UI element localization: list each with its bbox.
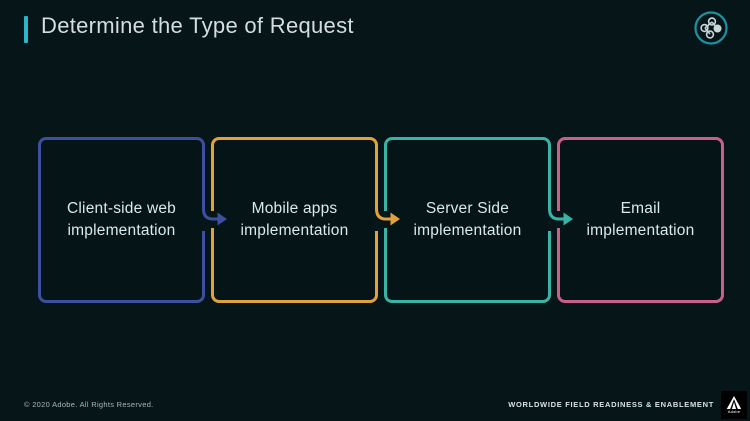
adobe-logo-word: Adobe — [727, 409, 741, 414]
step-label: Email implementation — [587, 198, 695, 242]
molecule-badge-icon — [694, 11, 728, 45]
step-label: Client-side web implementation — [67, 198, 176, 242]
step-box-mobile-apps: Mobile apps implementation — [211, 137, 378, 303]
step-label-line1: Mobile apps — [251, 200, 338, 217]
step-label-line2: implementation — [67, 222, 176, 239]
step-label-line2: implementation — [413, 222, 522, 239]
step-label-line1: Client-side web — [67, 200, 176, 217]
step-label-line1: Email — [620, 200, 661, 217]
step-label: Mobile apps implementation — [241, 198, 349, 242]
step-label-line2: implementation — [240, 222, 349, 239]
step-label: Server Side implementation — [414, 198, 522, 242]
page-title: Determine the Type of Request — [41, 13, 354, 38]
footer-copyright: © 2020 Adobe. All Rights Reserved. — [24, 400, 154, 409]
arrow-right-icon — [547, 199, 573, 244]
step-label-line1: Server Side — [425, 200, 510, 217]
adobe-logo: Adobe — [721, 391, 747, 419]
arrow-right-icon — [201, 199, 227, 244]
arrow-right-icon — [374, 199, 400, 244]
footer-org-label: WORLDWIDE FIELD READINESS & ENABLEMENT — [508, 400, 714, 409]
step-box-server-side: Server Side implementation — [384, 137, 551, 303]
adobe-logo-icon — [726, 396, 742, 409]
title-accent-bar — [24, 16, 28, 43]
step-box-email: Email implementation — [557, 137, 724, 303]
step-label-line2: implementation — [586, 222, 695, 239]
step-box-client-side-web: Client-side web implementation — [38, 137, 205, 303]
